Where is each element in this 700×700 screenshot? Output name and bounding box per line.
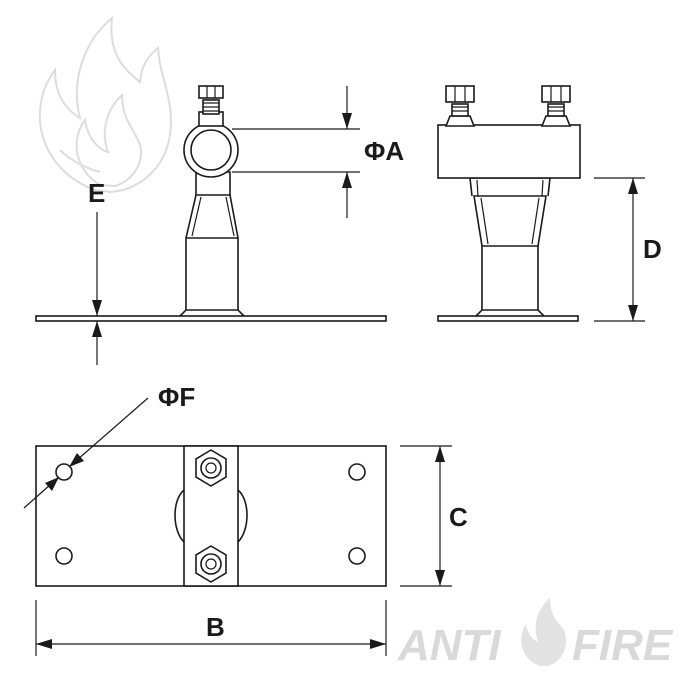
dimension-phi-f: ΦF — [23, 382, 195, 509]
flame-watermark-icon — [38, 15, 172, 194]
dimension-c: C — [400, 445, 468, 587]
dimension-phi-a: ΦA — [232, 86, 404, 218]
brand-text-left: ANTI — [397, 621, 501, 670]
flame-icon — [521, 598, 567, 666]
dimension-e: E — [88, 178, 105, 365]
label-phi-f: ΦF — [158, 382, 195, 412]
label-phi-a: ΦA — [364, 136, 404, 166]
label-b: B — [206, 612, 225, 642]
brand-text-right: FIRE — [572, 621, 674, 670]
label-e: E — [88, 178, 105, 208]
antifire-logo: ANTI FIRE — [397, 598, 674, 670]
side-elevation-view — [437, 85, 581, 322]
dimension-d: D — [594, 177, 662, 322]
front-elevation-view — [35, 85, 387, 322]
label-d: D — [643, 234, 662, 264]
plan-view — [35, 445, 387, 587]
label-c: C — [449, 502, 468, 532]
dimension-b: B — [35, 600, 387, 656]
